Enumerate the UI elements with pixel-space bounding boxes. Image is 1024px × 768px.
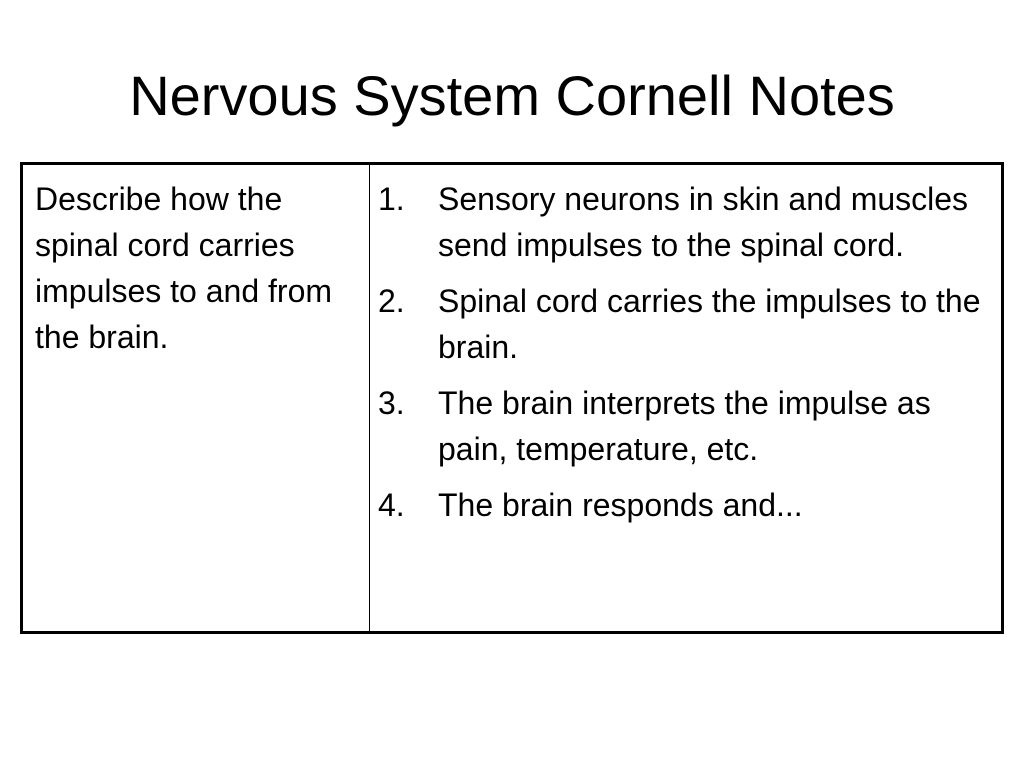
list-item-text: Sensory neurons in skin and muscles send…	[438, 181, 969, 263]
slide-title: Nervous System Cornell Notes	[129, 64, 895, 127]
list-item-number: 4.	[378, 487, 405, 523]
list-item: 4. The brain responds and...	[378, 482, 987, 528]
list-item-text: Spinal cord carries the impulses to the …	[438, 283, 981, 365]
cornell-notes-table: Describe how the spinal cord carries imp…	[20, 162, 1004, 634]
notes-list: 1. Sensory neurons in skin and muscles s…	[370, 165, 1001, 528]
list-item-text: The brain responds and...	[438, 487, 803, 523]
list-item-number: 3.	[378, 385, 405, 421]
notes-column: 1. Sensory neurons in skin and muscles s…	[369, 163, 1003, 633]
list-item-number: 1.	[378, 181, 405, 217]
list-item: 3. The brain interprets the impulse as p…	[378, 380, 987, 472]
list-item: 1. Sensory neurons in skin and muscles s…	[378, 176, 987, 268]
cue-column: Describe how the spinal cord carries imp…	[21, 163, 370, 633]
list-item-number: 2.	[378, 283, 405, 319]
notes-row: Describe how the spinal cord carries imp…	[21, 163, 1003, 633]
list-item-text: The brain interprets the impulse as pain…	[438, 385, 931, 467]
cue-question: Describe how the spinal cord carries imp…	[35, 181, 333, 355]
list-item: 2. Spinal cord carries the impulses to t…	[378, 278, 987, 370]
